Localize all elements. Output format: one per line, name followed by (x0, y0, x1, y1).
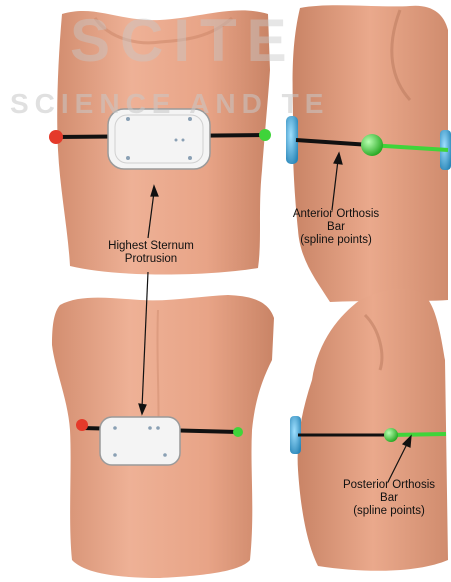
label-highest-sternum: Highest Sternum Protrusion (96, 240, 206, 266)
back-pad (100, 417, 180, 465)
posterior-green-spline (390, 434, 446, 435)
side-back-torso-view (290, 289, 448, 571)
label-anterior-line2: Bar (282, 221, 390, 234)
watermark-line1: SCITE (70, 6, 297, 75)
back-green-marker (233, 427, 243, 437)
right-green-marker (259, 129, 271, 141)
left-red-marker (49, 130, 63, 144)
label-posterior-orthosis: Posterior Orthosis Bar (spline points) (334, 479, 444, 518)
label-posterior-line2: Bar (334, 492, 444, 505)
label-posterior-line1: Posterior Orthosis (334, 479, 444, 492)
posterior-green-ball (384, 428, 398, 442)
label-highest-sternum-line1: Highest Sternum (96, 240, 206, 253)
side-torso-view (286, 5, 451, 302)
label-posterior-line3: (spline points) (334, 505, 444, 518)
back-red-marker (76, 419, 88, 431)
side-green-ball (361, 134, 383, 156)
label-anterior-line3: (spline points) (282, 234, 390, 247)
watermark-line2: SCIENCE AND TE (10, 88, 329, 120)
label-anterior-orthosis: Anterior Orthosis Bar (spline points) (282, 208, 390, 247)
side-back-torso (298, 289, 448, 571)
label-anterior-line1: Anterior Orthosis (282, 208, 390, 221)
label-highest-sternum-line2: Protrusion (96, 253, 206, 266)
back-torso-view (52, 295, 274, 578)
